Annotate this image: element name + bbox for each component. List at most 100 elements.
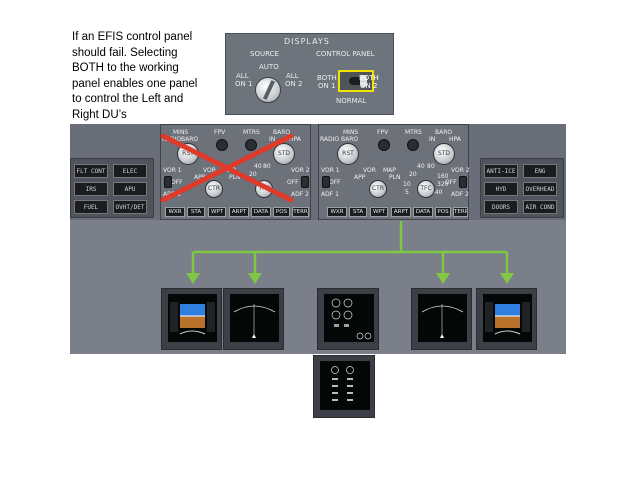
tfc-label: TFC [420, 185, 432, 192]
apu-button[interactable]: APU [113, 182, 147, 196]
vor2-label: VOR 2 [451, 167, 470, 174]
doors-button[interactable]: DOORS [484, 200, 518, 214]
range-640-label: 640 [431, 189, 443, 196]
vor-adf-1-switch[interactable] [164, 176, 172, 188]
all-on-2-label: ON 2 [285, 80, 303, 88]
irs-button[interactable]: IRS [74, 182, 108, 196]
in-label: IN [269, 136, 276, 143]
fpv-button[interactable] [378, 139, 390, 151]
right-inboard-du [411, 288, 472, 350]
elec-button[interactable]: ELEC [113, 164, 147, 178]
eng-button[interactable]: ENG [523, 164, 557, 178]
vor-adf-1-switch[interactable] [322, 176, 330, 188]
pos-button[interactable]: POS [435, 207, 451, 217]
mins-label: MINS [343, 129, 359, 136]
data-button[interactable]: DATA [413, 207, 433, 217]
terr-button[interactable]: TERR [292, 207, 309, 217]
hyd-button[interactable]: HYD [484, 182, 518, 196]
terr-button[interactable]: TERR [453, 207, 468, 217]
right-display-select-panel: ANTI-ICE ENG HYD OVERHEAD DOORS AIR COND [480, 158, 564, 218]
caption-line: Right DU’s [72, 108, 127, 121]
vor2-label: VOR 2 [291, 167, 310, 174]
control-panel-selector-switch[interactable] [338, 70, 374, 92]
range-80-label: 80 [263, 163, 271, 170]
secondary-engine-gauges [331, 366, 354, 401]
all-on-1-label: ALL [236, 72, 249, 80]
pfd-screen [168, 294, 217, 342]
ctr-label: CTR [207, 185, 221, 192]
range-80-label: 80 [427, 163, 435, 170]
mtrs-button[interactable] [245, 139, 257, 151]
mode-selector-knob[interactable]: CTR [205, 180, 223, 198]
eicas-screen [324, 294, 374, 342]
off-label: OFF [171, 179, 183, 186]
source-selector-knob[interactable] [255, 77, 281, 103]
left-display-select-panel: FLT CONT ELEC IRS APU FUEL OVHT/DET [70, 158, 154, 218]
range-20-label: 20 [249, 171, 257, 178]
overhead-button[interactable]: OVERHEAD [523, 182, 557, 196]
off-label: OFF [287, 179, 299, 186]
baro-label: BARO [435, 129, 453, 136]
baro-knob[interactable]: STD [273, 143, 295, 165]
hpa-label: HPA [289, 136, 301, 143]
caption-line: panel enables one panel [72, 77, 198, 90]
mtrs-label: MTRS [243, 129, 260, 136]
range-40-label: 40 [254, 163, 262, 170]
left-outboard-du [161, 288, 222, 350]
compass-arc [233, 304, 276, 338]
adf1-label: ADF 1 [321, 191, 339, 198]
range-selector-knob[interactable]: TFC [417, 180, 435, 198]
upper-center-du [317, 288, 379, 350]
flt-cont-button[interactable]: FLT CONT [74, 164, 108, 178]
nd-screen [418, 294, 467, 342]
mins-knob[interactable]: RST [337, 143, 359, 165]
adf2-label: ADF 2 [291, 191, 309, 198]
explanation-caption: If an EFIS control panel should fail. Se… [72, 30, 222, 123]
fuel-button[interactable]: FUEL [74, 200, 108, 214]
ctr-label: CTR [371, 185, 385, 192]
mins-label: MINS [173, 129, 189, 136]
data-button[interactable]: DATA [251, 207, 271, 217]
right-efis-control-panel: MINS FPV MTRS BARO RADIO BARO IN HPA RST… [318, 124, 470, 220]
both-on-1-label: ON 1 [318, 82, 336, 90]
pfd-screen [483, 294, 532, 342]
mode-selector-knob[interactable]: CTR [369, 180, 387, 198]
caption-line: should fail. Selecting [72, 46, 178, 59]
std-label: STD [277, 150, 291, 157]
wpt-button[interactable]: WPT [370, 207, 388, 217]
pos-button[interactable]: POS [273, 207, 290, 217]
wxr-button[interactable]: WXR [165, 207, 185, 217]
pln-mode-label: PLN [389, 174, 401, 181]
air-cond-button[interactable]: AIR COND [523, 200, 557, 214]
vor-adf-2-switch[interactable] [301, 176, 309, 188]
radio-label: RADIO [320, 136, 340, 143]
nd-screen [230, 294, 279, 342]
fpv-button[interactable] [216, 139, 228, 151]
normal-label: NORMAL [336, 97, 367, 105]
all-on-2-label: ALL [286, 72, 299, 80]
wxr-button[interactable]: WXR [327, 207, 347, 217]
wpt-button[interactable]: WPT [208, 207, 226, 217]
range-5-label: 5 [405, 189, 409, 196]
lower-center-du [313, 355, 375, 418]
arpt-button[interactable]: ARPT [229, 207, 249, 217]
mtrs-label: MTRS [405, 129, 422, 136]
sta-button[interactable]: STA [349, 207, 367, 217]
off-label: OFF [445, 179, 457, 186]
rst-label: RST [182, 150, 194, 157]
ovht-det-button[interactable]: OVHT/DET [113, 200, 147, 214]
vor-mode-label: VOR [363, 167, 376, 174]
vor-adf-2-switch[interactable] [459, 176, 467, 188]
baro-knob[interactable]: STD [433, 143, 455, 165]
anti-ice-button[interactable]: ANTI-ICE [484, 164, 518, 178]
range-160-label: 160 [437, 173, 449, 180]
lower-mfd-screen [320, 361, 370, 410]
adf2-label: ADF 2 [451, 191, 469, 198]
arpt-button[interactable]: ARPT [391, 207, 411, 217]
app-mode-label: APP [194, 174, 206, 181]
in-label: IN [429, 136, 436, 143]
rst-label: RST [342, 150, 354, 157]
sta-button[interactable]: STA [187, 207, 205, 217]
mtrs-button[interactable] [407, 139, 419, 151]
